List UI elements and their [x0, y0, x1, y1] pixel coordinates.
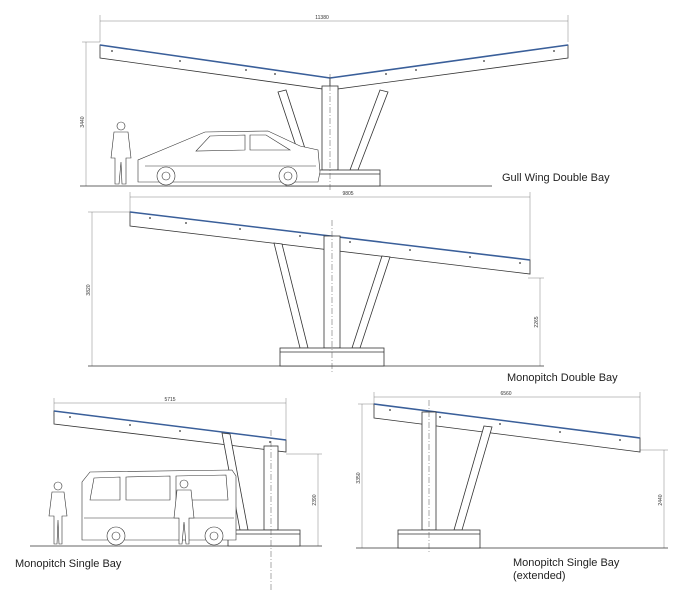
single-width-dimension: 5715	[164, 397, 175, 403]
monopitch-single-bay-drawing: 5715 2390	[30, 397, 322, 590]
caption-monopitch-single-bay-extended: Monopitch Single Bay (extended)	[513, 557, 619, 583]
double-width-dimension: 9805	[342, 191, 353, 197]
gull-wing-double-bay-drawing: 11380 3440	[80, 15, 569, 192]
ext-low-dimension: 2440	[658, 494, 664, 505]
ext-width-dimension: 6560	[500, 391, 511, 397]
caption-ext-line1: Monopitch Single Bay	[513, 557, 620, 569]
caption-gull-wing-double-bay: Gull Wing Double Bay	[502, 172, 610, 184]
caption-monopitch-double-bay: Monopitch Double Bay	[507, 372, 618, 384]
caption-ext-line2: (extended)	[513, 570, 566, 582]
gull-height-dimension: 3440	[80, 116, 86, 127]
gull-width-dimension: 11380	[315, 15, 329, 21]
single-low-dimension: 2390	[312, 494, 318, 505]
caption-monopitch-single-bay: Monopitch Single Bay	[15, 558, 122, 570]
ext-height-dimension: 3350	[356, 472, 362, 483]
double-height-dimension: 3820	[86, 284, 92, 295]
monopitch-double-bay-drawing: 9805 3820 2265	[86, 191, 544, 372]
monopitch-single-bay-extended-drawing: 6560 3350 2440	[356, 391, 668, 554]
double-low-dimension: 2265	[534, 316, 540, 327]
